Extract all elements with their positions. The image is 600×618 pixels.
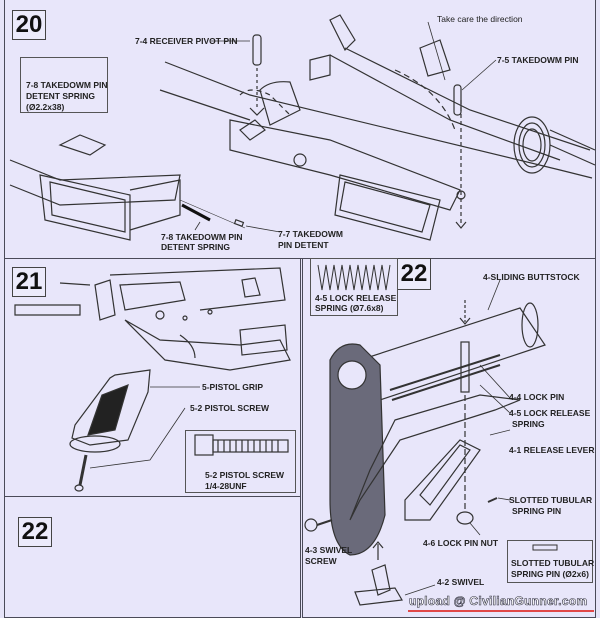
inset-detent-spring-label-2: DETENT SPRING [26, 91, 95, 101]
callout-detent-spring-2: DETENT SPRING [161, 242, 230, 252]
callout-release-lever: 4-1 RELEASE LEVER [509, 445, 595, 455]
lower-receiver-left-drawing [9, 134, 181, 241]
lower-receiver-drawing [229, 100, 467, 241]
step-number-22: 22 [397, 258, 431, 290]
inset-lock-release-spring-label-2: SPRING (Ø7.6x8) [315, 303, 384, 313]
step-number-20: 20 [12, 10, 46, 40]
step-number-22-left: 22 [18, 517, 52, 547]
watermark-underline [408, 610, 594, 612]
callout-pistol-grip: 5-PISTOL GRIP [202, 382, 264, 392]
step-number-21: 21 [12, 267, 46, 297]
callout-swivel-screw-2: SCREW [305, 556, 337, 566]
inset-pistol-screw-label-2: 1/4-28UNF [205, 481, 247, 491]
callout-receiver-pivot-pin: 7-4 RECEIVER PIVOT PIN [135, 36, 238, 46]
inset-pistol-screw-box [185, 430, 296, 493]
spring-inset-drawing [317, 264, 391, 291]
inset-pistol-screw-label-1: 5-2 PISTOL SCREW [205, 470, 285, 480]
inset-detent-spring-label-3: (Ø2.2x38) [26, 102, 65, 112]
receiver-pivot-pin-drawing [239, 34, 291, 116]
pistol-grip-drawing [69, 369, 200, 492]
inset-lock-release-spring-label-1: 4-5 LOCK RELEASE [315, 293, 397, 303]
inset-detent-spring-box [20, 57, 108, 113]
callout-swivel: 4-2 SWIVEL [437, 577, 485, 587]
callout-detent-spring-1: 7-8 TAKEDOWM PIN [161, 232, 243, 242]
callout-take-care-direction: Take care the direction [437, 14, 523, 24]
callout-tubular-pin-1: SLOTTED TUBULAR [509, 495, 593, 505]
inset-detent-spring-label-1: 7-8 TAKEDOWM PIN [26, 80, 108, 90]
inset-tubular-pin-box [507, 540, 593, 583]
takedown-pin-drawing [394, 69, 462, 131]
watermark: upload @ CivilianGunner.com [409, 594, 588, 609]
callout-pin-detent-2: PIN DETENT [278, 240, 329, 250]
callout-lock-pin-nut: 4-6 LOCK PIN NUT [423, 538, 499, 548]
pistol-screw-inset-drawing [194, 434, 289, 456]
callout-lock-release-spring-1: 4-5 LOCK RELEASE [509, 408, 591, 418]
callout-lock-release-spring-2: SPRING [512, 419, 545, 429]
panel-step-22-empty [4, 496, 301, 618]
inset-tubular-pin-label-1: SLOTTED TUBULAR [511, 558, 595, 568]
swivel-drawing [304, 518, 403, 606]
receiver-assembly-21-drawing [14, 267, 291, 371]
callout-takedown-pin: 7-5 TAKEDOWM PIN [497, 55, 579, 65]
callout-tubular-pin-2: SPRING PIN [512, 506, 562, 516]
callout-swivel-screw-1: 4-3 SWIVEL [305, 545, 353, 555]
callout-pin-detent-1: 7-7 TAKEDOWM [278, 229, 344, 239]
inset-lock-release-spring-box [310, 258, 398, 316]
sliding-buttstock-drawing [329, 300, 546, 556]
panel-step-20 [4, 0, 596, 259]
inset-tubular-pin-label-2: SPRING PIN (Ø2x6) [511, 569, 589, 579]
callout-pistol-screw: 5-2 PISTOL SCREW [190, 403, 270, 413]
callout-sliding-buttstock: 4-SLIDING BUTTSTOCK [483, 272, 580, 282]
callout-lock-pin: 4-4 LOCK PIN [509, 392, 565, 402]
panel-step-21 [4, 258, 301, 497]
